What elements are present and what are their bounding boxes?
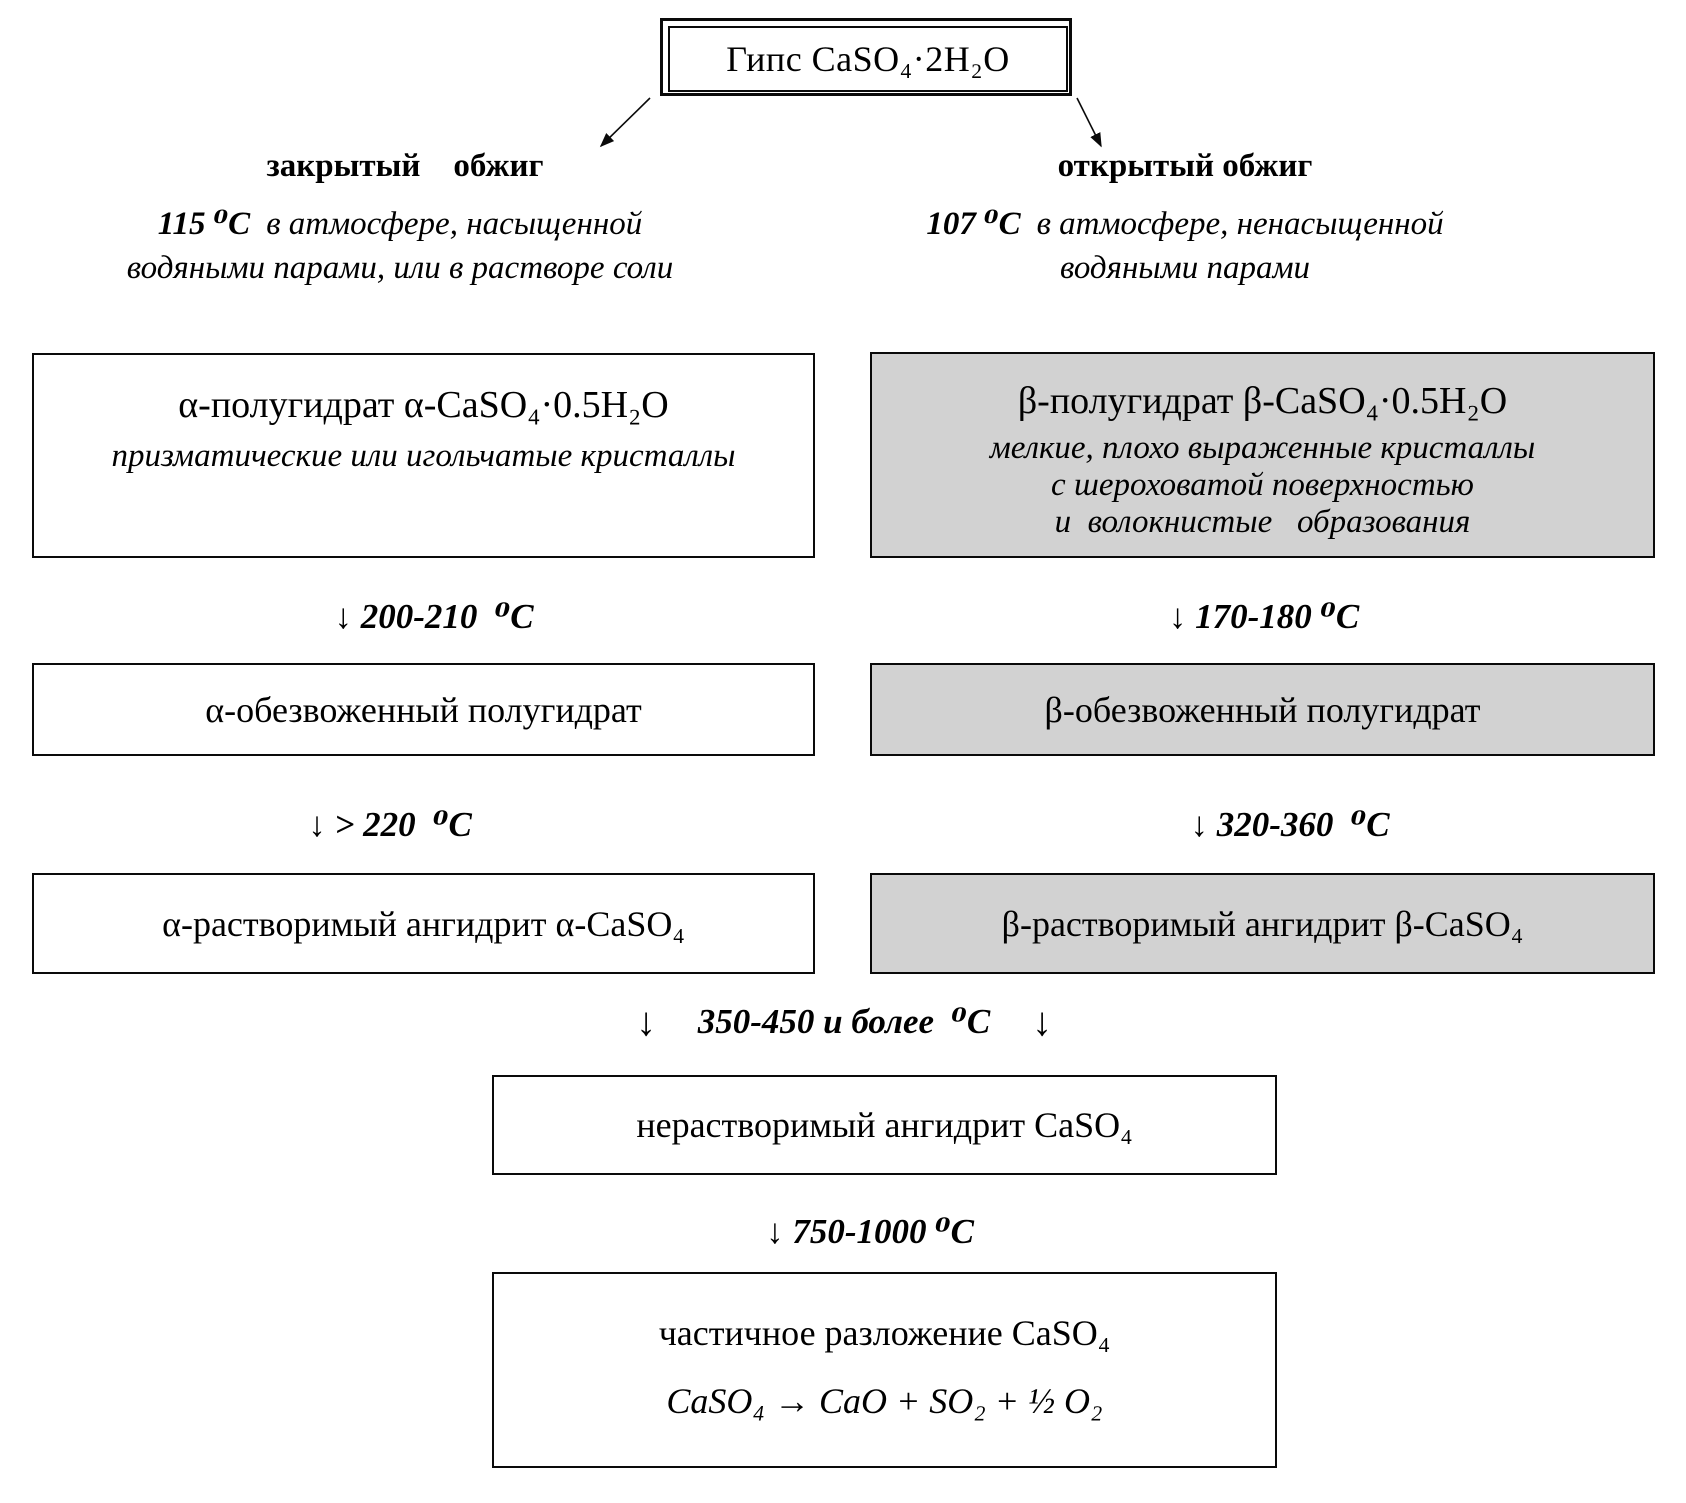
merge-temp-label: 350-450 и более ⁰С: [697, 1002, 991, 1041]
left-condition-text: в атмосфере, насыщенной: [266, 206, 643, 242]
temp-label-alpha-2: ↓ > 220 ⁰С: [308, 805, 472, 844]
left-branch-conditions: 115 ⁰С в атмосфере, насыщенной водяными п…: [14, 202, 786, 290]
beta-hemihydrate-desc-3: и волокнистые образования: [1054, 504, 1471, 540]
right-condition-text: в атмосфере, ненасыщенной: [1036, 206, 1444, 242]
right-branch-header: открытый обжиг: [1057, 148, 1313, 184]
alpha-dehydrated-box: α-обезвоженный полугидрат: [32, 663, 815, 756]
beta-hemihydrate-desc-2: с шероховатой поверхностью: [1051, 467, 1474, 503]
left-condition-line2: водяными парами, или в растворе соли: [126, 250, 674, 286]
insoluble-anhydrite-box: нерастворимый ангидрит CaSO₄: [492, 1075, 1277, 1175]
beta-dehydrated-box: β-обезвоженный полугидрат: [870, 663, 1655, 756]
root-box: Гипс CaSO₄·2H₂O: [660, 18, 1072, 96]
right-condition-line1: 107 ⁰С в атмосфере, ненасыщенной: [830, 202, 1540, 246]
root-label: Гипс CaSO₄·2H₂O: [726, 39, 1010, 79]
decomposition-title: частичное разложение CaSO₄: [658, 1313, 1111, 1353]
insoluble-anhydrite-label: нерастворимый ангидрит CaSO₄: [636, 1105, 1133, 1145]
temp-label-beta-2: ↓ 320-360 ⁰С: [1190, 805, 1390, 844]
alpha-hemihydrate-title: α-полугидрат α-CaSO₄·0.5H₂O: [178, 384, 669, 426]
beta-hemihydrate-title: β-полугидрат β-CaSO₄·0.5H₂O: [1017, 380, 1508, 422]
beta-hemihydrate-desc-1: мелкие, плохо выраженные кристаллы: [989, 430, 1536, 466]
beta-soluble-anhydrite-box: β-растворимый ангидрит β-CaSO₄: [870, 873, 1655, 974]
beta-soluble-anhydrite-label: β-растворимый ангидрит β-CaSO₄: [1001, 903, 1524, 944]
alpha-hemihydrate-box: α-полугидрат α-CaSO₄·0.5H₂O призматическ…: [32, 353, 815, 558]
right-condition-temp: 107 ⁰С: [926, 206, 1021, 242]
beta-dehydrated-label: β-обезвоженный полугидрат: [1044, 689, 1481, 730]
right-condition-line2: водяными парами: [1059, 250, 1311, 286]
down-arrow-left-icon: ↓: [636, 999, 656, 1044]
temp-label-beta-1: ↓ 170-180 ⁰С: [1168, 597, 1360, 636]
decomposition-equation: CaSO₄ → CaO + SO₂ + ½ O₂: [666, 1381, 1103, 1421]
right-branch-conditions: 107 ⁰С в атмосфере, ненасыщенной водяными…: [830, 202, 1540, 290]
merge-temp-row: ↓ 350-450 и более ⁰С ↓: [636, 998, 1052, 1045]
temp-label-final: ↓ 750-1000 ⁰С: [766, 1212, 974, 1251]
root-box-inner: Гипс CaSO₄·2H₂O: [668, 26, 1068, 92]
alpha-soluble-anhydrite-box: α-растворимый ангидрит α-CaSO₄: [32, 873, 815, 974]
left-branch-header: закрытый обжиг: [266, 148, 544, 184]
alpha-hemihydrate-desc: призматические или игольчатые кристаллы: [111, 438, 736, 474]
down-arrow-right-icon: ↓: [1032, 999, 1052, 1044]
temp-label-alpha-1: ↓ 200-210 ⁰С: [334, 597, 534, 636]
beta-hemihydrate-box: β-полугидрат β-CaSO₄·0.5H₂O мелкие, плох…: [870, 352, 1655, 558]
left-condition-line1: 115 ⁰С в атмосфере, насыщенной: [14, 202, 786, 246]
alpha-soluble-anhydrite-label: α-растворимый ангидрит α-CaSO₄: [162, 903, 685, 944]
branch-arrow-left-icon: [599, 97, 651, 148]
alpha-dehydrated-label: α-обезвоженный полугидрат: [205, 689, 642, 730]
decomposition-box: частичное разложение CaSO₄ CaSO₄ → CaO +…: [492, 1272, 1277, 1468]
left-condition-temp: 115 ⁰С: [157, 206, 251, 242]
branch-arrow-right-icon: [1076, 97, 1102, 148]
